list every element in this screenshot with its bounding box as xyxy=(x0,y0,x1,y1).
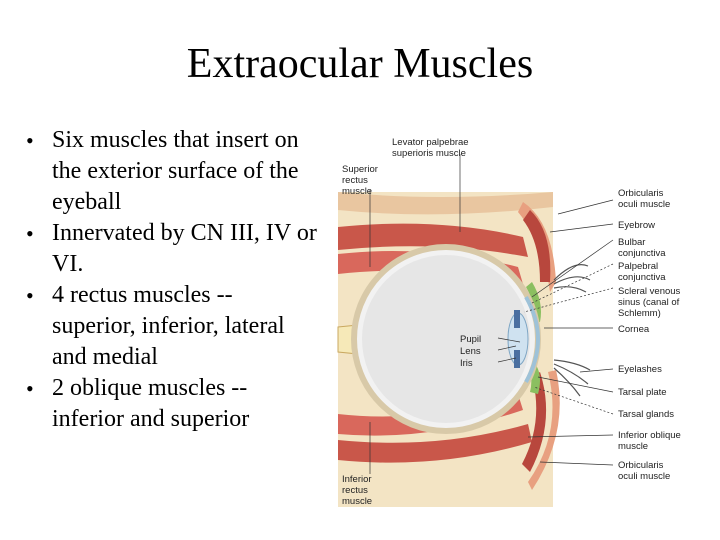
label-eyebrow: Eyebrow xyxy=(618,220,655,231)
label-inferior-rectus-line1: Inferior xyxy=(342,474,372,485)
bullet-item: • 2 oblique muscles -- inferior and supe… xyxy=(22,373,322,435)
label-orbicularis-bottom-line2: oculi muscle xyxy=(618,471,670,482)
levator-muscle-shape xyxy=(338,223,528,257)
label-tarsal-plate: Tarsal plate xyxy=(618,387,667,398)
eye-anatomy-figure: Levator palpebrae superioris muscle Supe… xyxy=(318,132,720,512)
label-tarsal-glands: Tarsal glands xyxy=(618,409,674,420)
label-lens: Lens xyxy=(460,346,481,357)
label-palpebral-line1: Palpebral xyxy=(618,261,658,272)
label-pupil: Pupil xyxy=(460,334,481,345)
inferior-oblique-shape xyxy=(338,424,532,463)
bullet-text: Innervated by CN III, IV or VI. xyxy=(52,220,317,277)
bullet-text: 2 oblique muscles -- inferior and superi… xyxy=(52,375,250,432)
label-inferior-oblique-line2: muscle xyxy=(618,441,648,452)
iris-upper-shape xyxy=(514,310,520,328)
lower-eyelid-skin xyxy=(528,370,560,490)
label-cornea: Cornea xyxy=(618,324,650,335)
label-bulbar-line2: conjunctiva xyxy=(618,248,666,259)
slide-title: Extraocular Muscles xyxy=(186,41,534,87)
label-eyelashes: Eyelashes xyxy=(618,364,662,375)
label-superior-rectus-line3: muscle xyxy=(342,186,372,197)
label-scleral-line2: sinus (canal of xyxy=(618,297,680,308)
label-orbicularis-top-line2: oculi muscle xyxy=(618,199,670,210)
label-levator-line2: superioris muscle xyxy=(392,148,466,159)
orbicularis-lower-shape xyxy=(522,372,547,472)
bullet-dot-icon: • xyxy=(26,128,34,153)
label-inferior-oblique-line1: Inferior oblique xyxy=(618,430,681,441)
bullet-dot-icon: • xyxy=(26,221,34,246)
label-palpebral-line2: conjunctiva xyxy=(618,272,666,283)
label-inferior-rectus-line3: muscle xyxy=(342,496,372,507)
bullet-list: • Six muscles that insert on the exterio… xyxy=(22,125,322,435)
bullet-dot-icon: • xyxy=(26,283,34,308)
label-scleral-line1: Scleral venous xyxy=(618,286,681,297)
bullet-item: • Innervated by CN III, IV or VI. xyxy=(22,218,322,280)
label-superior-rectus-line2: rectus xyxy=(342,175,368,186)
iris-lower-shape xyxy=(514,350,520,368)
upper-eyelashes-icon xyxy=(553,264,591,293)
label-orbicularis-bottom-line1: Orbicularis xyxy=(618,460,664,471)
orbicularis-upper-shape xyxy=(523,210,551,282)
lower-eyelashes-icon xyxy=(553,359,591,397)
bullet-text: Six muscles that insert on the exterior … xyxy=(52,127,299,215)
bullet-item: • Six muscles that insert on the exterio… xyxy=(22,125,322,218)
eye-anatomy-illustration: Levator palpebrae superioris muscle Supe… xyxy=(337,137,681,507)
bullet-text: 4 rectus muscles -- superior, inferior, … xyxy=(52,282,285,370)
label-iris: Iris xyxy=(460,358,473,369)
bullet-dot-icon: • xyxy=(26,376,34,401)
label-levator-line1: Levator palpebrae xyxy=(392,137,469,148)
label-orbicularis-top-line1: Orbicularis xyxy=(618,188,664,199)
leader-lines xyxy=(369,154,614,474)
label-inferior-rectus-line2: rectus xyxy=(342,485,368,496)
upper-orbital-tissue xyxy=(338,192,553,215)
cornea-shape xyxy=(524,296,540,383)
bullet-item: • 4 rectus muscles -- superior, inferior… xyxy=(22,280,322,373)
label-superior-rectus-line1: Superior xyxy=(342,164,378,175)
label-bulbar-line1: Bulbar xyxy=(618,237,645,248)
label-scleral-line3: Schlemm) xyxy=(618,308,661,319)
eyeball-interior xyxy=(362,255,530,423)
